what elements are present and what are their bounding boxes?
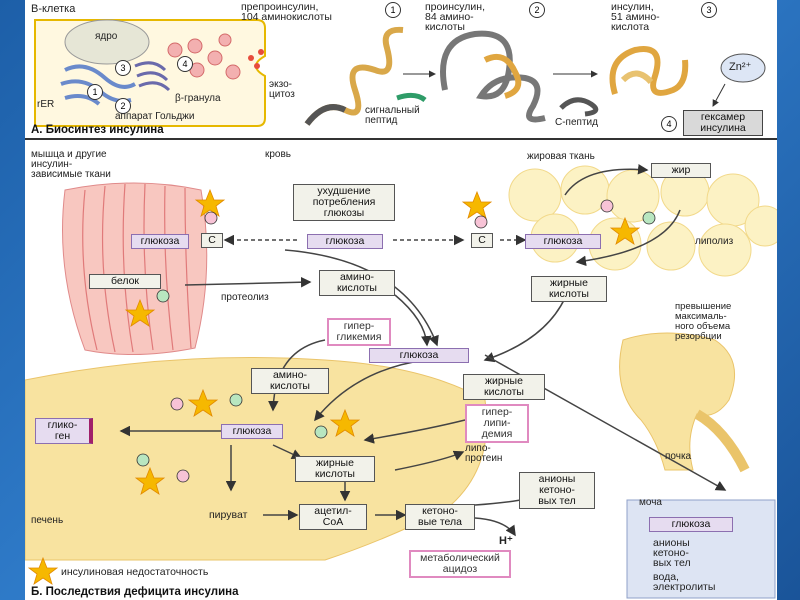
urine-ketone-anions: анионы кетоно- вых тел <box>653 537 691 569</box>
cell-step-2: 2 <box>115 98 131 114</box>
glucose-liver-box: глюкоза <box>221 424 283 439</box>
diagram-canvas <box>25 0 777 599</box>
hyperlipidemia-box: гипер- липи- демия <box>465 404 529 443</box>
preproinsulin-label: препроинсулин, 104 аминокислоты <box>241 1 332 23</box>
kidney-shape <box>619 332 736 471</box>
nucleus-label: ядро <box>95 31 118 42</box>
step-number-4: 4 <box>661 116 677 132</box>
insulin-chain <box>609 46 689 96</box>
step-number-2: 2 <box>529 2 545 18</box>
amino-acids-blood-box: амино- кислоты <box>319 270 395 296</box>
impaired-uptake-box: ухудшение потребления глюкозы <box>293 184 395 221</box>
kidney-label: почка <box>665 451 692 462</box>
proinsulin-chain <box>440 30 546 123</box>
fat-box: жир <box>651 163 711 178</box>
urine-label: моча <box>639 497 662 508</box>
insulin-deficiency-stars <box>27 188 641 585</box>
amino-acids-liver-box: амино- кислоты <box>251 368 329 394</box>
section-b-title: Б. Последствия дефицита инсулина <box>31 586 239 598</box>
liver-label: печень <box>31 515 64 526</box>
zinc-ellipse <box>720 53 766 83</box>
acetyl-coa-box: ацетил- CoA <box>299 504 367 530</box>
regulation-markers <box>136 199 656 483</box>
pyruvate-label: пируват <box>209 509 248 521</box>
golgi-label: аппарат Гольджи <box>115 111 195 122</box>
c-peptide-chain <box>559 97 599 117</box>
ketone-anions-box: анионы кетоно- вых тел <box>519 472 595 509</box>
proton-label: H⁺ <box>499 535 513 547</box>
glucose-muscle-box: глюкоза <box>131 234 189 249</box>
exocytosis-label: экзо- цитоз <box>269 79 295 100</box>
zinc-label: Zn²⁺ <box>729 61 752 73</box>
c-marker-muscle: C <box>201 233 223 248</box>
protein-box: белок <box>89 274 161 289</box>
legend-text: инсулиновая недостаточность <box>61 566 209 578</box>
urine-glucose-box: глюкоза <box>649 517 733 532</box>
ketone-bodies-box: кетоно- вые тела <box>405 504 475 530</box>
proteolysis-label: протеолиз <box>221 292 269 303</box>
muscle-label: мышца и другие инсулин- зависимые ткани <box>31 149 111 180</box>
beta-granule-label: β-гранула <box>175 93 221 104</box>
glucose-blood-box: глюкоза <box>307 234 383 249</box>
lipoprotein-label: липо- протеин <box>465 443 503 464</box>
cell-step-1: 1 <box>87 84 103 100</box>
c-peptide-label: С-пептид <box>555 117 598 128</box>
fatty-acids-fat-box: жирные кислоты <box>531 276 607 302</box>
glycogen-box: глико- ген <box>35 418 93 444</box>
insulin-label: инсулин, 51 амино- кислота <box>611 1 660 33</box>
slide: В-клетка ядро rER аппарат Гольджи β-гран… <box>25 0 777 600</box>
section-a-title: А. Биосинтез инсулина <box>31 124 164 136</box>
cell-step-3: 3 <box>115 60 131 76</box>
glucose-fat-box: глюкоза <box>525 234 601 249</box>
beta-granules <box>167 33 241 80</box>
cell-step-4: 4 <box>177 56 193 72</box>
muscle-shape <box>62 182 208 356</box>
step-number-1: 1 <box>385 2 401 18</box>
rer-label: rER <box>37 99 55 110</box>
c-marker-fat: C <box>471 233 493 248</box>
fatty-acids-blood-box: жирные кислоты <box>463 374 545 400</box>
lipolysis-label: липолиз <box>695 236 734 247</box>
fat-cells <box>508 165 777 277</box>
acidosis-box: метаболический ацидоз <box>409 550 511 578</box>
urine-water-electrolytes: вода, электролиты <box>653 571 716 593</box>
glucose-central-box: глюкоза <box>369 348 469 363</box>
nucleus-shape <box>64 19 150 65</box>
b-cell-label: В-клетка <box>31 3 76 15</box>
proinsulin-label: проинсулин, 84 амино- кислоты <box>425 1 486 33</box>
fat-tissue-label: жировая ткань <box>527 151 595 162</box>
blood-label: кровь <box>265 149 292 160</box>
signal-peptide-chain <box>396 92 427 103</box>
step-number-3: 3 <box>701 2 717 18</box>
hyperglycemia-box: гипер- гликемия <box>327 318 391 346</box>
signal-peptide-label: сигнальный пептид <box>365 105 420 126</box>
hexamer-box: гексамер инсулина <box>683 110 763 136</box>
fatty-acids-liver-box: жирные кислоты <box>295 456 375 482</box>
exceeding-resorption-label: превышение максималь- ного объема резорб… <box>675 301 732 342</box>
urine-container <box>626 499 776 599</box>
